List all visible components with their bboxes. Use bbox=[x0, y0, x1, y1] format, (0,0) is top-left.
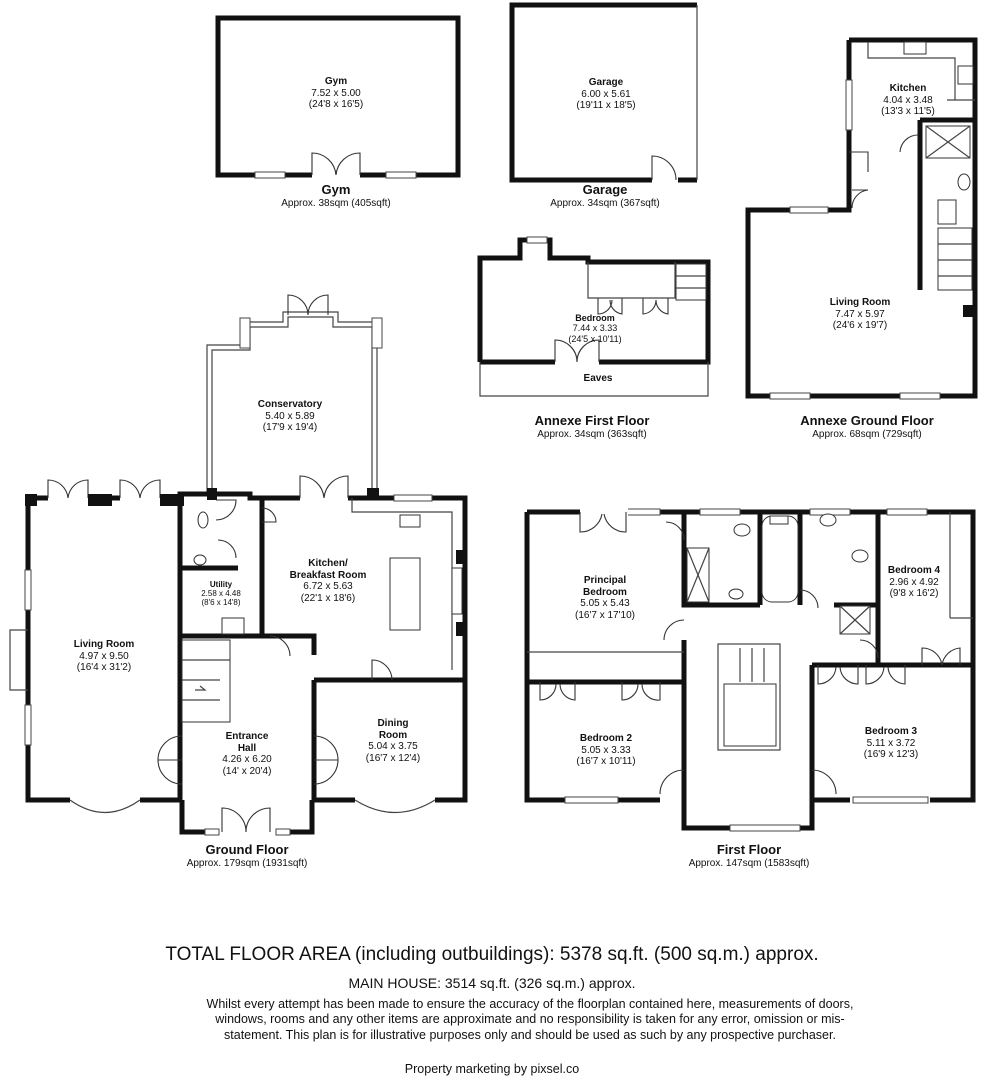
room-name: Living Room bbox=[73, 639, 135, 650]
room-dims: 4.26 x 6.20 bbox=[222, 754, 272, 765]
annexe-bedroom-label: Bedroom 7.44 x 3.33 (24'5 x 10'11) bbox=[568, 313, 621, 344]
room-imperial: (16'7 x 17'10) bbox=[575, 609, 635, 621]
room-name-line2: Breakfast Room bbox=[289, 569, 367, 581]
room-dims: 5.40 x 5.89 bbox=[265, 410, 315, 422]
room-dims: 7.52 x 5.00 bbox=[311, 87, 361, 99]
room-name-line2: Room bbox=[378, 729, 408, 741]
room-name: Principal bbox=[583, 575, 627, 586]
room-dims: 6.00 x 5.61 bbox=[581, 88, 631, 100]
room-imperial: (14' x 20'4) bbox=[222, 765, 272, 777]
annexe-kitchen-label: Kitchen 4.04 x 3.48 (13'3 x 11'5) bbox=[881, 83, 935, 118]
room-imperial: (16'7 x 12'4) bbox=[365, 752, 421, 764]
room-imperial: (16'7 x 10'11) bbox=[576, 756, 636, 767]
floor-area: Approx. 179sqm (1931sqft) bbox=[186, 857, 308, 869]
ground-floor-plan bbox=[9, 294, 468, 836]
room-dims: 7.47 x 5.97 bbox=[835, 308, 885, 320]
room-dims: 5.11 x 3.72 bbox=[866, 737, 916, 749]
room-dims: 2.96 x 4.92 bbox=[889, 576, 939, 588]
room-imperial: (16'4 x 31'2) bbox=[76, 662, 132, 673]
room-name-line2: Hall bbox=[237, 742, 257, 754]
floor-area: Approx. 147sqm (1583sqft) bbox=[688, 857, 810, 869]
entrance-hall-label: Entrance Hall 4.26 x 6.20 (14' x 20'4) bbox=[222, 731, 271, 777]
room-dims: 4.04 x 3.48 bbox=[883, 94, 933, 106]
floor-area: Approx. 38sqm (405sqft) bbox=[281, 197, 391, 209]
room-name: Bedroom bbox=[575, 313, 615, 323]
gym-floor-caption: Gym Approx. 38sqm (405sqft) bbox=[281, 182, 391, 209]
room-imperial: (17'9 x 19'4) bbox=[262, 422, 318, 433]
room-imperial: (13'3 x 11'5) bbox=[881, 106, 935, 117]
room-name: Gym bbox=[324, 76, 348, 87]
room-imperial: (9'8 x 16'2) bbox=[889, 588, 939, 599]
garage-floor-caption: Garage Approx. 34sqm (367sqft) bbox=[550, 182, 660, 209]
floor-area: Approx. 34sqm (363sqft) bbox=[537, 428, 647, 440]
room-name: Garage bbox=[588, 77, 624, 88]
main-house-area: MAIN HOUSE: 3514 sq.ft. (326 sq.m.) appr… bbox=[348, 975, 636, 991]
room-imperial: (22'1 x 18'6) bbox=[300, 592, 356, 604]
bedroom-3-label: Bedroom 3 5.11 x 3.72 (16'9 x 12'3) bbox=[864, 726, 918, 761]
floor-name: Annexe Ground Floor bbox=[800, 413, 934, 428]
room-dims: 5.05 x 3.33 bbox=[581, 744, 631, 756]
bedroom-2-label: Bedroom 2 5.05 x 3.33 (16'7 x 10'11) bbox=[576, 733, 635, 768]
room-imperial: (19'11 x 18'5) bbox=[576, 100, 636, 111]
marketing-credit: Property marketing by pixsel.co bbox=[404, 1062, 580, 1076]
room-dims: 5.05 x 5.43 bbox=[580, 598, 630, 609]
first-floor-plan bbox=[524, 508, 976, 832]
room-name: Bedroom 4 bbox=[887, 565, 941, 576]
kitchen-breakfast-room-label: Kitchen/ Breakfast Room 6.72 x 5.63 (22'… bbox=[290, 558, 367, 604]
annexe-ground-floor-plan bbox=[745, 37, 978, 400]
room-name: Living Room bbox=[829, 297, 891, 308]
eaves-label: Eaves bbox=[584, 373, 613, 385]
annexe-first-floor-caption: Annexe First Floor Approx. 34sqm (363sqf… bbox=[534, 413, 650, 440]
room-dims: 4.97 x 9.50 bbox=[79, 650, 129, 662]
ground-floor-caption: Ground Floor Approx. 179sqm (1931sqft) bbox=[186, 842, 308, 869]
room-name: Dining bbox=[377, 718, 409, 729]
room-name: Kitchen/ bbox=[308, 558, 348, 569]
floor-name: Gym bbox=[321, 182, 351, 197]
room-name: Eaves bbox=[583, 373, 613, 384]
floor-name: First Floor bbox=[716, 842, 782, 857]
floor-area: Approx. 34sqm (367sqft) bbox=[550, 197, 660, 209]
principal-bedroom-label: Principal Bedroom 5.05 x 5.43 (16'7 x 17… bbox=[575, 575, 635, 621]
room-name: Bedroom 3 bbox=[864, 726, 918, 737]
room-imperial: (8'6 x 14'8) bbox=[201, 598, 241, 608]
room-name: Entrance bbox=[225, 731, 269, 742]
room-imperial: (24'6 x 19'7) bbox=[832, 320, 888, 331]
annexe-first-floor-plan bbox=[477, 236, 711, 397]
room-imperial: (16'9 x 12'3) bbox=[863, 749, 919, 760]
room-name: Conservatory bbox=[257, 399, 323, 410]
disclaimer: Whilst every attempt has been made to en… bbox=[206, 997, 854, 1042]
room-name: Utility bbox=[209, 580, 233, 589]
room-dims: 6.72 x 5.63 bbox=[303, 581, 353, 592]
living-room-label: Living Room 4.97 x 9.50 (16'4 x 31'2) bbox=[74, 639, 135, 674]
annexe-ground-floor-caption: Annexe Ground Floor Approx. 68sqm (729sq… bbox=[800, 413, 934, 440]
room-name-line2: Bedroom bbox=[583, 586, 627, 598]
floor-area: Approx. 68sqm (729sqft) bbox=[812, 428, 922, 440]
bedroom-4-label: Bedroom 4 2.96 x 4.92 (9'8 x 16'2) bbox=[888, 565, 940, 600]
garage-room-label: Garage 6.00 x 5.61 (19'11 x 18'5) bbox=[576, 77, 635, 112]
room-dims: 7.44 x 3.33 bbox=[572, 323, 618, 334]
gym-plan bbox=[215, 15, 461, 180]
floor-name: Annexe First Floor bbox=[534, 413, 650, 428]
floor-name: Ground Floor bbox=[205, 842, 289, 857]
dining-room-label: Dining Room 5.04 x 3.75 (16'7 x 12'4) bbox=[366, 718, 420, 764]
room-imperial: (24'8 x 16'5) bbox=[308, 99, 364, 110]
garage-plan bbox=[509, 2, 698, 184]
conservatory-label: Conservatory 5.40 x 5.89 (17'9 x 19'4) bbox=[258, 399, 322, 434]
room-dims: 2.58 x 4.48 bbox=[201, 589, 241, 599]
gym-room-label: Gym 7.52 x 5.00 (24'8 x 16'5) bbox=[309, 76, 363, 111]
annexe-living-room-label: Living Room 7.47 x 5.97 (24'6 x 19'7) bbox=[830, 297, 891, 332]
utility-label: Utility 2.58 x 4.48 (8'6 x 14'8) bbox=[201, 580, 241, 608]
first-floor-caption: First Floor Approx. 147sqm (1583sqft) bbox=[688, 842, 810, 869]
room-name: Bedroom 2 bbox=[579, 733, 633, 744]
floor-name: Garage bbox=[582, 182, 628, 197]
room-dims: 5.04 x 3.75 bbox=[368, 741, 418, 752]
room-name: Kitchen bbox=[889, 83, 927, 94]
total-floor-area: TOTAL FLOOR AREA (including outbuildings… bbox=[165, 944, 819, 965]
room-imperial: (24'5 x 10'11) bbox=[568, 333, 622, 344]
